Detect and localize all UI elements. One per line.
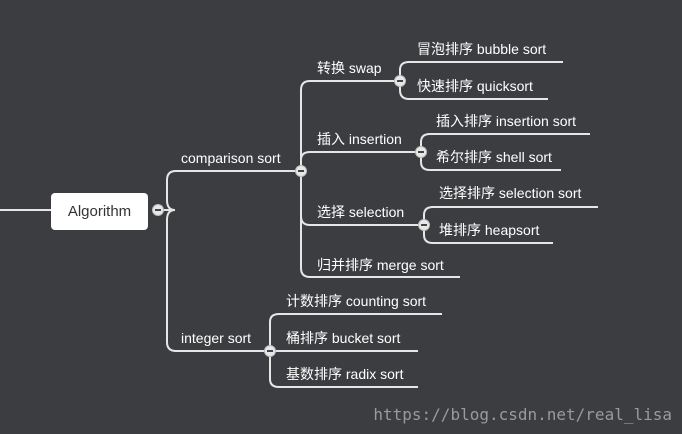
leaf-bubble-sort[interactable]: 冒泡排序 bubble sort (417, 41, 547, 57)
branch-merge-sort[interactable]: 归并排序 merge sort (317, 257, 444, 273)
selection-collapse-icon[interactable] (418, 219, 430, 231)
leaf-bucket-sort[interactable]: 桶排序 bucket sort (286, 330, 401, 346)
leaf-heapsort[interactable]: 堆排序 heapsort (439, 222, 540, 238)
swap-collapse-icon[interactable] (394, 75, 406, 87)
integer-sort-collapse-icon[interactable] (264, 345, 276, 357)
leaf-radix-sort[interactable]: 基数排序 radix sort (286, 366, 404, 382)
branch-swap[interactable]: 转换 swap (317, 60, 382, 76)
root-collapse-icon[interactable] (152, 204, 164, 216)
leaf-selection-sort[interactable]: 选择排序 selection sort (439, 185, 582, 201)
leaf-insertion-sort[interactable]: 插入排序 insertion sort (436, 113, 577, 129)
insertion-collapse-icon[interactable] (415, 146, 427, 158)
root-node[interactable]: Algorithm (51, 193, 148, 230)
root-label: Algorithm (67, 203, 132, 220)
watermark-text: https://blog.csdn.net/real_lisa (373, 405, 672, 424)
leaf-quicksort[interactable]: 快速排序 quicksort (417, 78, 533, 94)
category-integer-sort[interactable]: integer sort (181, 330, 252, 346)
leaf-counting-sort[interactable]: 计数排序 counting sort (286, 293, 427, 309)
leaf-shell-sort[interactable]: 希尔排序 shell sort (436, 149, 552, 165)
category-comparison-sort[interactable]: comparison sort (181, 150, 281, 166)
comparison-sort-collapse-icon[interactable] (295, 165, 307, 177)
branch-insertion[interactable]: 插入 insertion (317, 131, 402, 147)
branch-selection[interactable]: 选择 selection (317, 204, 405, 220)
